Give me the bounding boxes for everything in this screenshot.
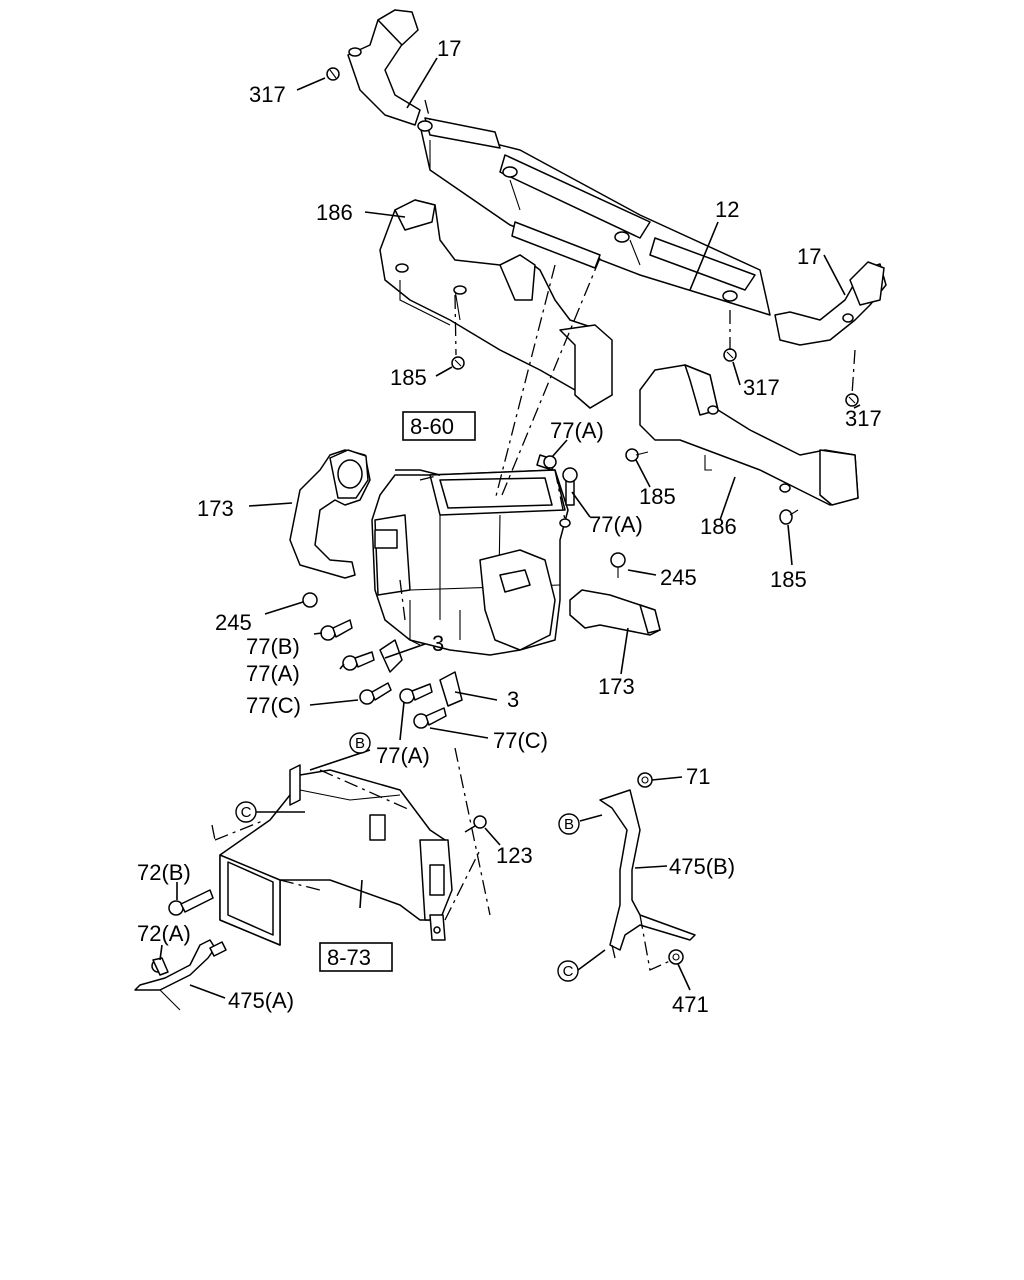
screw-icon — [845, 393, 859, 407]
ref-box-8-73: 8-73 — [319, 942, 393, 972]
outlet-duct-173-right — [569, 589, 661, 636]
bolt-icon — [536, 454, 557, 471]
screw-icon — [464, 815, 487, 833]
callout: 77(A) — [550, 418, 604, 443]
screw-icon — [326, 67, 340, 81]
callout: 185 — [639, 484, 676, 509]
svg-text:B: B — [564, 816, 574, 833]
bracket-475B — [599, 789, 696, 951]
callout: 245 — [660, 565, 697, 590]
marker-b-upper: B — [349, 732, 371, 754]
callout: 185 — [390, 365, 427, 390]
callout: 475(A) — [228, 988, 294, 1013]
callout: 71 — [686, 764, 710, 789]
callout: 173 — [598, 674, 635, 699]
callout: 77(C) — [246, 693, 301, 718]
clip-icon — [625, 448, 649, 462]
callout: 17 — [797, 244, 821, 269]
callout: 186 — [700, 514, 737, 539]
callout: 77(A) — [246, 661, 300, 686]
clip-icon — [610, 552, 626, 578]
bolt-icon — [168, 889, 214, 916]
bolt-icon — [320, 619, 353, 641]
nut-icon — [668, 949, 684, 965]
bracket-475A — [134, 939, 216, 1011]
marker-b-lower: B — [558, 813, 580, 835]
callout: 72(A) — [137, 921, 191, 946]
callout: 185 — [770, 567, 807, 592]
callout: 72(B) — [137, 860, 191, 885]
callout: 12 — [715, 197, 739, 222]
bolt-icon — [562, 467, 578, 506]
callout: 317 — [249, 82, 286, 107]
side-defroster-duct-17-right — [774, 261, 887, 346]
alignment-lines — [211, 99, 856, 971]
callout: 17 — [437, 36, 461, 61]
nut-icon — [637, 772, 653, 788]
screw-icon — [451, 356, 465, 370]
clip-icon — [779, 509, 799, 525]
bolt-icon — [413, 707, 447, 729]
callout: 123 — [496, 843, 533, 868]
callout: 3 — [432, 631, 444, 656]
bolt-icon — [342, 651, 375, 671]
clip-icon — [302, 592, 318, 608]
svg-text:B: B — [355, 735, 365, 752]
callout: 173 — [197, 496, 234, 521]
svg-text:C: C — [563, 963, 574, 980]
side-defroster-duct-17-left — [347, 9, 421, 126]
callout: 77(C) — [493, 728, 548, 753]
bolt-icon — [399, 683, 433, 704]
vent-duct-186-lower — [639, 364, 859, 506]
callout: 3 — [507, 687, 519, 712]
defroster-duct-12 — [417, 117, 771, 316]
svg-text:C: C — [241, 804, 252, 821]
ref-label: 8-60 — [410, 414, 454, 439]
callout-labels: 317 17 12 186 17 185 317 317 77(A) 77(A)… — [137, 36, 882, 1017]
vent-duct-186-upper — [379, 199, 613, 409]
callout: 77(B) — [246, 634, 300, 659]
lower-duct-assembly — [219, 764, 453, 946]
callout: 471 — [672, 992, 709, 1017]
ref-label: 8-73 — [327, 945, 371, 970]
callout: 77(A) — [589, 512, 643, 537]
heater-unit — [371, 469, 571, 656]
callout: 317 — [845, 406, 882, 431]
marker-c-lower: C — [557, 960, 579, 982]
fasteners — [151, 67, 859, 976]
ref-box-8-60: 8-60 — [402, 411, 476, 441]
screw-icon — [723, 348, 737, 362]
bracket-icon — [439, 671, 463, 707]
callout: 317 — [743, 375, 780, 400]
bolt-icon — [359, 682, 392, 705]
marker-c-upper: C — [235, 801, 257, 823]
callout: 475(B) — [669, 854, 735, 879]
callout: 77(A) — [376, 743, 430, 768]
callout: 245 — [215, 610, 252, 635]
bolt-icon — [151, 957, 169, 976]
bolt-icon — [209, 941, 227, 957]
callout: 186 — [316, 200, 353, 225]
outlet-duct-173-left — [289, 449, 371, 579]
